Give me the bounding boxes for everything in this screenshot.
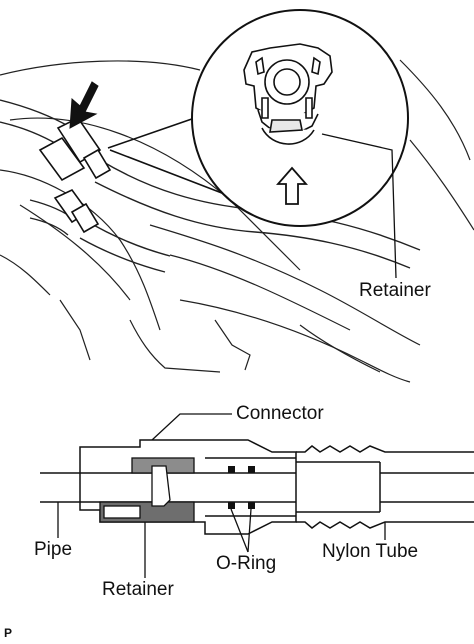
retainer-label-top: Retainer [359,280,431,301]
pipe-connector-sketch [38,116,112,234]
connector-label: Connector [236,403,324,424]
figure-code: P [4,626,13,640]
retainer-closeup [243,43,333,145]
retainer-part [99,457,195,523]
up-arrow-icon [276,166,308,205]
nylon-tube-label: Nylon Tube [322,541,419,562]
zoom-callout [107,9,409,227]
o-rings [228,466,255,509]
engine-bay-sketch [0,59,474,383]
pipe-label: Pipe [34,539,73,560]
leader-lines [57,413,386,578]
o-ring-label: O-Ring [216,553,277,574]
retainer-top-leader [321,133,397,279]
down-arrow-icon [69,81,99,129]
retainer-label-bottom: Retainer [102,579,174,600]
